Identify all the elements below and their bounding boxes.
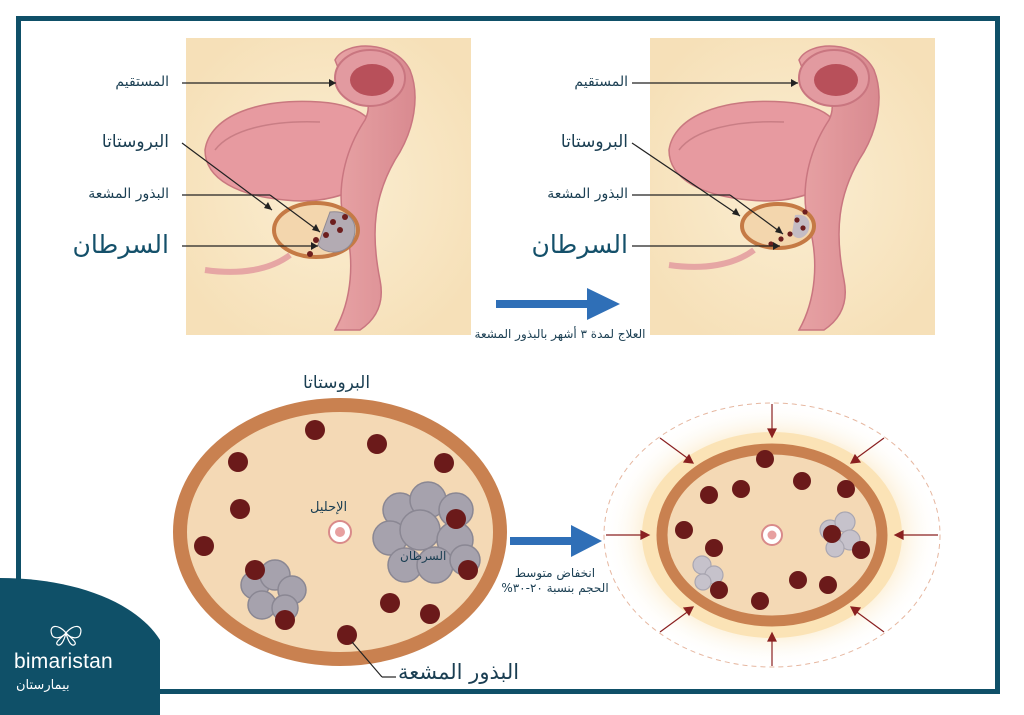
treatment-caption: العلاج لمدة ٣ أشهر بالبذور المشعة <box>474 327 646 341</box>
prostate-cross-section-before <box>173 398 507 678</box>
diagram-frame <box>16 16 1000 694</box>
label-cancer-before: السرطان <box>72 230 169 259</box>
label-seeds-cross-section: البذور المشعة <box>398 660 520 684</box>
prostate-cross-section-after <box>603 402 941 668</box>
label-prostate-after: البروستاتا <box>560 132 628 152</box>
brand-name-ar: بيمارستان <box>16 678 70 693</box>
right-arrow-icon <box>510 525 602 557</box>
label-rectum-before: المستقيم <box>115 74 169 90</box>
right-arrow-icon <box>496 288 620 320</box>
brand-logo-panel <box>0 578 160 715</box>
label-cancer-after: السرطان <box>531 230 628 259</box>
brand-name-en: bimaristan <box>14 650 113 673</box>
butterfly-logo-icon <box>50 625 82 646</box>
label-rectum-after: المستقيم <box>574 74 628 90</box>
label-urethra: الإحليل <box>310 500 348 515</box>
label-cancer-cross-section: السرطان <box>400 549 447 563</box>
anatomy-before <box>181 38 471 335</box>
anatomy-after <box>631 38 935 335</box>
label-seeds-after: البذور المشعة <box>547 186 628 202</box>
reduction-caption: انخفاض متوسط الحجم بنسبة ٢٠-٣٠% <box>501 566 609 595</box>
label-prostate-before: البروستاتا <box>101 132 169 152</box>
label-prostate-cross-section: البروستاتا <box>303 373 371 393</box>
label-seeds-before: البذور المشعة <box>88 186 169 202</box>
